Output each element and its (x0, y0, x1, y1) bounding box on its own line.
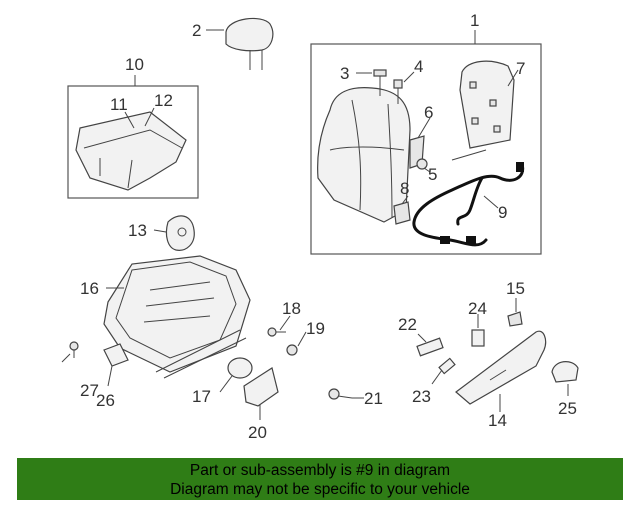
banner-line-2: Diagram may not be specific to your vehi… (170, 481, 470, 498)
banner-line-1: Part or sub-assembly is #9 in diagram (189, 462, 451, 479)
callout-21: 21 (364, 389, 383, 408)
callout-12: 12 (154, 91, 173, 110)
part-7-seat-back-frame[interactable] (451, 60, 515, 161)
vehicle-notice-banner: Part or sub-assembly is #9 in diagram Di… (17, 458, 623, 500)
callout-16: 16 (80, 279, 99, 298)
callout-22: 22 (398, 315, 417, 334)
callout-17: 17 (192, 387, 211, 406)
part-5-grommet[interactable] (416, 158, 428, 170)
part-10-seat-cushion[interactable] (75, 111, 187, 191)
callout-19: 19 (306, 319, 325, 338)
part-3-bolt[interactable] (373, 69, 387, 96)
callout-20: 20 (248, 423, 267, 442)
callout-5: 5 (428, 165, 437, 184)
callout-23: 23 (412, 387, 431, 406)
part-4-clip[interactable] (393, 79, 403, 104)
callout-10: 10 (125, 55, 144, 74)
part-25-knob[interactable] (551, 361, 579, 383)
part-24-knob[interactable] (471, 329, 485, 347)
callout-27: 27 (80, 381, 99, 400)
callout-1: 1 (470, 11, 479, 30)
callout-4: 4 (414, 57, 423, 76)
callout-3: 3 (340, 64, 349, 83)
callout-2: 2 (192, 21, 201, 40)
callout-6: 6 (424, 103, 433, 122)
part-seat-back-cover[interactable] (317, 87, 411, 223)
part-26-cover[interactable] (103, 343, 129, 367)
callout-14: 14 (488, 411, 507, 430)
part-15-clip[interactable] (507, 311, 523, 327)
part-13-recliner-cover[interactable] (165, 215, 195, 251)
part-16-seat-frame[interactable] (103, 255, 251, 379)
part-17-knob[interactable] (227, 357, 253, 379)
part-8-bracket[interactable] (393, 201, 411, 225)
callout-24: 24 (468, 299, 487, 318)
part-19-clip[interactable] (286, 344, 298, 356)
part-21-bolt[interactable] (328, 388, 353, 400)
box-part-10 (67, 85, 199, 199)
callout-7: 7 (516, 59, 525, 78)
part-14-side-trim[interactable] (455, 330, 547, 405)
part-22-cap[interactable] (416, 337, 444, 357)
part-27-bolt[interactable] (69, 341, 79, 358)
callout-18: 18 (282, 299, 301, 318)
part-2-headrest[interactable] (225, 17, 274, 70)
callout-8: 8 (400, 179, 409, 198)
part-18-screw[interactable] (267, 327, 286, 337)
callout-11: 11 (110, 95, 128, 114)
callout-15: 15 (506, 279, 525, 298)
seat-parts-diagram: 2 10 11 12 1 3 4 7 (61, 11, 579, 442)
part-20-side-cover[interactable] (243, 367, 279, 407)
part-9-wire-harness[interactable] (412, 162, 525, 247)
box-part-1 (310, 43, 542, 255)
callout-9: 9 (498, 203, 507, 222)
callout-13: 13 (128, 221, 147, 240)
callout-25: 25 (558, 399, 577, 418)
callout-26: 26 (96, 391, 115, 410)
